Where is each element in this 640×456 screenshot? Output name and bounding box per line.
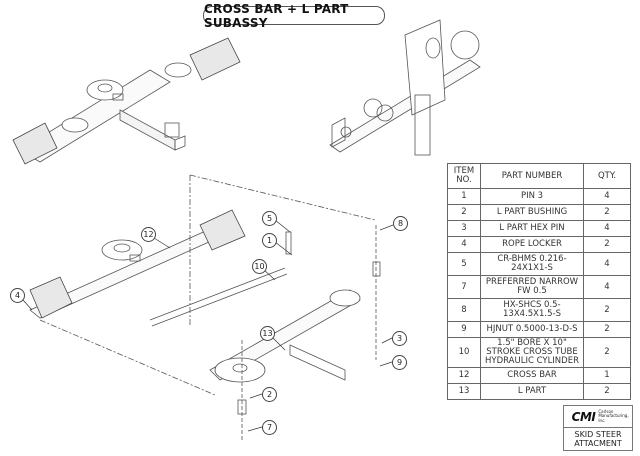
bom-qty: 4 [583,275,631,299]
bom-part: PREFERRED NARROW FW 0.5 [480,275,584,299]
bom-qty: 2 [583,204,631,221]
bom-qty: 2 [583,236,631,253]
balloon-8: 8 [393,216,408,231]
bom-header-row: ITEM NO. PART NUMBER QTY. [447,163,631,189]
bom-item: 3 [447,220,481,237]
bom-part: CR-BHMS 0.216-24X1X1-S [480,252,584,276]
logo-brand: CMI [571,409,596,424]
bom-part: PIN 3 [480,188,584,205]
bom-part: ROPE LOCKER [480,236,584,253]
bom-part: 1.5" BORE X 10" STROKE CROSS TUBE HYDRAU… [480,337,584,368]
bom-part: HJNUT 0.5000-13-D-S [480,321,584,338]
bom-qty: 2 [583,321,631,338]
leader-lines [22,219,394,432]
balloon-5: 5 [262,211,277,226]
header-item-no: ITEM NO. [447,163,481,189]
cmi-logo: CMI Carlson Manufacturing, Inc. [564,406,632,428]
bom-item: 9 [447,321,481,338]
bom-item: 12 [447,367,481,384]
bom-item: 1 [447,188,481,205]
bom-qty: 2 [583,298,631,322]
bom-part: L PART [480,383,584,400]
balloon-4: 4 [10,288,25,303]
header-qty: QTY. [583,163,631,189]
bom-item: 8 [447,298,481,322]
bom-part: L PART HEX PIN [480,220,584,237]
balloon-1: 1 [262,233,277,248]
balloon-3: 3 [392,331,407,346]
bom-item: 2 [447,204,481,221]
product-name: SKID STEER ATTACMENT [574,430,622,448]
bom-qty: 1 [583,367,631,384]
company-logo-block: CMI Carlson Manufacturing, Inc. SKID STE… [563,405,633,451]
bom-item: 5 [447,252,481,276]
balloon-2: 2 [262,387,277,402]
iso-view-top-right [329,19,481,156]
bom-item: 13 [447,383,481,400]
bom-qty: 2 [583,337,631,368]
header-part-number: PART NUMBER [480,163,584,189]
balloon-12: 12 [141,227,156,242]
bom-part: HX-SHCS 0.5-13X4.5X1.5-S [480,298,584,322]
iso-view-exploded [29,174,381,440]
balloon-10: 10 [252,259,267,274]
bom-item: 10 [447,337,481,368]
bom-qty: 4 [583,220,631,237]
balloon-9: 9 [392,355,407,370]
bom-part: CROSS BAR [480,367,584,384]
bom-qty: 2 [583,383,631,400]
bom-item: 7 [447,275,481,299]
iso-view-top-left [12,37,241,165]
bom-qty: 4 [583,188,631,205]
bom-item: 4 [447,236,481,253]
balloon-7: 7 [262,420,277,435]
logo-company-name: Carlson Manufacturing, Inc. [598,408,629,423]
balloon-13: 13 [260,326,275,341]
bom-qty: 4 [583,252,631,276]
bom-part: L PART BUSHING [480,204,584,221]
